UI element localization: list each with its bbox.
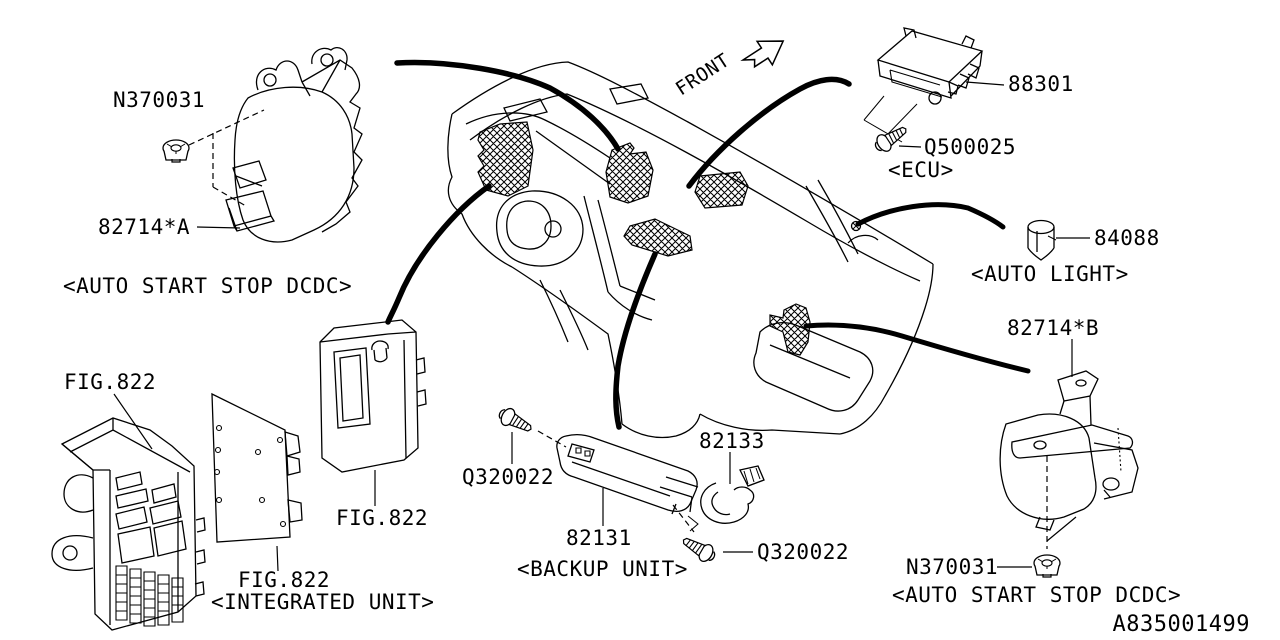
module-body <box>234 87 354 242</box>
label-82131: 82131 <box>566 526 632 550</box>
steering-opening-outer <box>497 191 583 266</box>
diagram-ref-code: A835001499 <box>1113 612 1250 637</box>
marker-glovebox <box>770 304 810 355</box>
knee-panel-edge <box>512 267 622 424</box>
location-markers <box>478 122 810 355</box>
label-n370031-bottom: N370031 <box>906 555 998 579</box>
bracket-scalloped-edge <box>302 60 362 232</box>
label-q320022-left: Q320022 <box>462 465 554 489</box>
marker-center-lower <box>624 219 692 256</box>
caption-dcdc-bottom: <AUTO START STOP DCDC> <box>892 583 1181 607</box>
fusebox-drawing <box>52 418 205 630</box>
part-82714b-leaders <box>997 339 1076 567</box>
diagram-labels: N370031 82714*A <AUTO START STOP DCDC> F… <box>63 72 1250 637</box>
label-82133: 82133 <box>699 429 765 453</box>
glovebox-lid <box>754 323 873 411</box>
marker-right-vent <box>695 172 748 208</box>
arc-to-ecu <box>689 79 849 186</box>
label-82714a: 82714*A <box>98 215 190 239</box>
dash-deck-lower-edge <box>470 94 920 281</box>
dash-right-outline <box>840 264 933 434</box>
caption-auto-light: <AUTO LIGHT> <box>971 262 1129 286</box>
screw-icon-q320022-left <box>495 404 536 438</box>
auto-light-sensor-drawing <box>1028 221 1056 261</box>
column-shroud-lines <box>540 280 588 350</box>
leader-arcs <box>388 63 1028 427</box>
label-n370031-top: N370031 <box>113 88 205 112</box>
label-88301: 88301 <box>1008 72 1074 96</box>
label-q500025: Q500025 <box>924 135 1016 159</box>
arc-to-module-b <box>806 325 1028 371</box>
under-dash-hook <box>622 414 700 438</box>
front-label: FRONT <box>672 49 734 100</box>
nut-icon-bottom <box>1033 554 1061 578</box>
backup-unit-drawing <box>557 435 698 514</box>
cluster-hood-brow <box>466 113 610 158</box>
ignition-hole <box>545 221 561 237</box>
backup-unit-leaders <box>512 431 753 552</box>
screw-icon-q500025 <box>870 120 912 157</box>
connector-block-large <box>226 191 274 231</box>
caption-backup-unit: <BACKUP UNIT> <box>517 557 688 581</box>
fusebox-wing-lower <box>52 536 93 571</box>
label-82714b: 82714*B <box>1007 316 1099 340</box>
integrated-unit-drawing <box>212 394 302 542</box>
steering-opening-inner <box>507 201 551 249</box>
module-fig822-drawing <box>320 320 426 472</box>
under-dash-right <box>700 414 840 434</box>
arc-to-auto-light <box>858 205 1003 227</box>
nut-icon-top <box>162 139 190 163</box>
caption-ecu: <ECU> <box>888 158 954 182</box>
dash-left-outline <box>448 114 512 267</box>
defroster-vent-right <box>610 84 648 104</box>
part-82714a-drawing <box>226 48 362 242</box>
front-direction-arrow: FRONT <box>672 29 791 100</box>
misc-leader-lines <box>114 82 1090 571</box>
label-q320022-right: Q320022 <box>757 540 849 564</box>
front-arrow-icon <box>739 29 791 76</box>
arc-to-fig822 <box>388 186 489 322</box>
a-pillar-seam <box>806 180 858 262</box>
dash-screw-icon <box>852 222 861 231</box>
label-fig822-fusebox: FIG.822 <box>64 370 156 394</box>
arc-to-module-a <box>397 63 618 149</box>
arc-to-backup-unit <box>616 254 655 427</box>
glovebox-inner-line <box>770 345 850 378</box>
center-stack-left <box>584 196 608 292</box>
fusebox-wing-upper <box>64 475 93 512</box>
ecu-drawing <box>864 28 982 142</box>
part-82714b-drawing <box>1000 371 1138 530</box>
label-fig822-integrated: FIG.822 <box>238 568 330 592</box>
center-stack-right <box>598 200 620 286</box>
clamp-82133-drawing <box>701 466 764 523</box>
marker-center-vent <box>606 143 653 203</box>
connector-block-small <box>233 161 266 188</box>
defroster-vent-left <box>504 99 547 121</box>
caption-integrated-unit: <INTEGRATED UNIT> <box>211 590 434 614</box>
dash-crease <box>536 131 610 184</box>
caption-dcdc-top: <AUTO START STOP DCDC> <box>63 274 352 298</box>
seam-corner <box>848 235 878 243</box>
part-82714a-leaders <box>189 110 264 228</box>
label-fig822-module: FIG.822 <box>336 506 428 530</box>
label-84088: 84088 <box>1094 226 1160 250</box>
